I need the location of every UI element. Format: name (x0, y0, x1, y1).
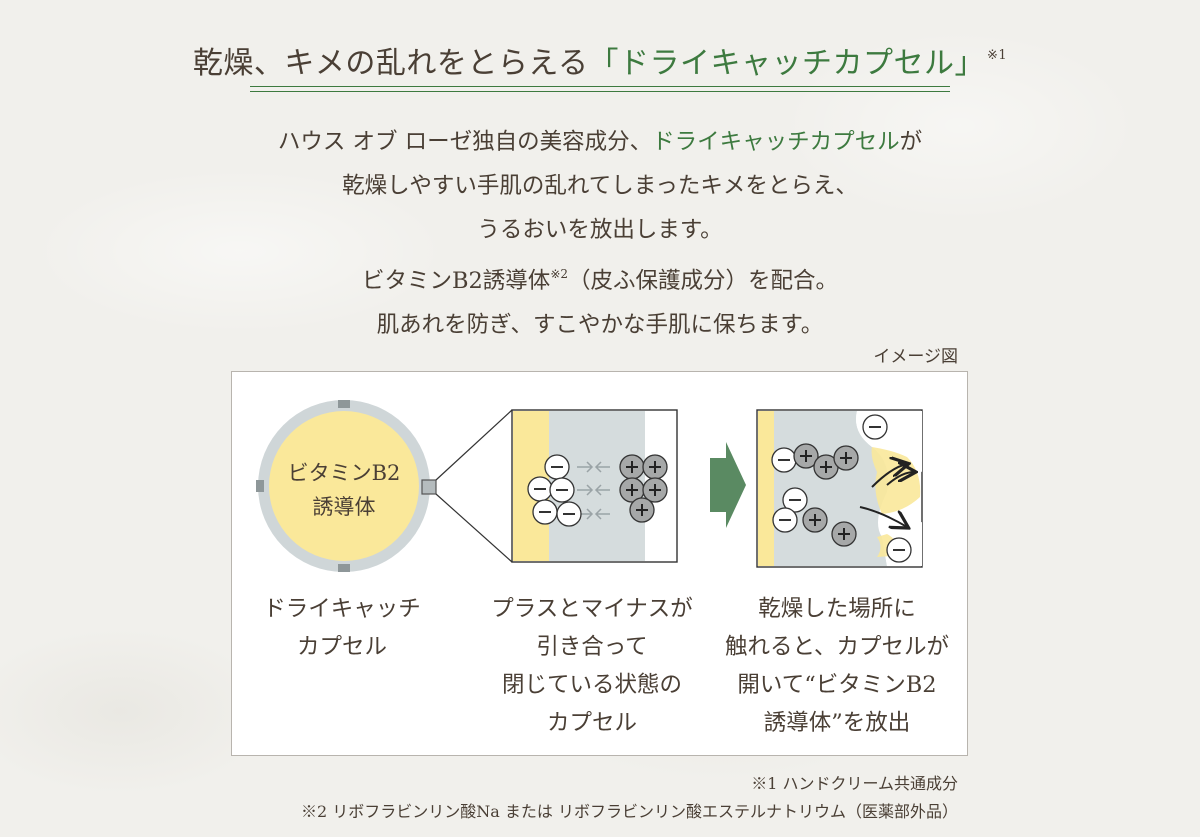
intro-line-1: ハウス オブ ローゼ独自の美容成分、ドライキャッチカプセルが (0, 120, 1200, 164)
section-heading: 乾燥、キメの乱れをとらえる「ドライキャッチカプセル」※1 (0, 38, 1200, 82)
footnote-2: ※2 リボフラビンリン酸Na または リボフラビンリン酸エステルナトリウム（医薬… (301, 802, 958, 821)
opened-capsule-detail (756, 409, 923, 568)
intro-line-1-suffix: が (899, 129, 923, 155)
plus-signs (626, 461, 661, 516)
caption-2-line-4: カプセル (546, 710, 637, 736)
attraction-arrows (577, 461, 610, 520)
intro-line-3: うるおいを放出します。 (477, 217, 723, 243)
heading-double-rule (250, 86, 950, 92)
caption-1-line-2: カプセル (296, 634, 387, 660)
capsule-label-line-1: ビタミンB2 (287, 461, 401, 485)
capsule-label: ビタミンB2 誘導体 (264, 456, 424, 524)
caption-stage-2: プラスとマイナスが 引き合って 閉じている状態の カプセル (472, 590, 712, 742)
closed-capsule-detail (511, 409, 678, 563)
plus-signs-open (800, 450, 852, 540)
caption-stage-3: 乾燥した場所に 触れると、カプセルが 開いて“ビタミンB2 誘導体”を放出 (712, 590, 962, 742)
footnote-1: ※1 ハンドクリーム共通成分 (751, 774, 958, 793)
capsule-label-line-2: 誘導体 (312, 495, 376, 519)
caption-3-line-2: 触れると、カプセルが (724, 634, 950, 660)
capsule-circle (256, 400, 437, 572)
intro-line-4-note: ※2 (550, 267, 569, 281)
intro-line-1-prefix: ハウス オブ ローゼ独自の美容成分、 (277, 129, 653, 155)
intro-line-2: 乾燥しやすい手肌の乱れてしまったキメをとらえ、 (342, 173, 858, 199)
caption-2-line-1: プラスとマイナスが (491, 596, 693, 622)
caption-3-line-3: 開いて“ビタミンB2 (737, 672, 937, 698)
minus-signs-open (778, 426, 905, 551)
intro-text: ハウス オブ ローゼ独自の美容成分、ドライキャッチカプセルが 乾燥しやすい手肌の… (0, 120, 1200, 347)
heading-accent: 「ドライキャッチカプセル」 (588, 46, 985, 81)
minus-signs (534, 466, 575, 515)
caption-2-line-2: 引き合って (536, 634, 648, 660)
caption-3-line-1: 乾燥した場所に (758, 596, 916, 622)
footnotes: ※1 ハンドクリーム共通成分 ※2 リボフラビンリン酸Na または リボフラビン… (301, 770, 958, 826)
caption-3-line-4: 誘導体”を放出 (763, 710, 911, 736)
heading-note-mark: ※1 (986, 48, 1008, 63)
intro-line-4-prefix: ビタミンB2誘導体 (361, 268, 551, 294)
intro-line-5: 肌あれを防ぎ、すこやかな手肌に保ちます。 (376, 312, 824, 338)
diagram-panel: ビタミンB2 誘導体 ドライキャッチ カプセル プラスとマイナスが 引き合って … (231, 371, 968, 756)
intro-line-4: ビタミンB2誘導体※2（皮ふ保護成分）を配合。 (0, 252, 1200, 303)
zoom-lines (435, 409, 513, 563)
caption-2-line-3: 閉じている状態の (501, 672, 682, 698)
caption-1-line-1: ドライキャッチ (263, 596, 421, 622)
capsule-diagram (256, 400, 923, 572)
released-arrows (859, 464, 914, 527)
intro-line-4-suffix: （皮ふ保護成分）を配合。 (568, 268, 839, 294)
caption-stage-1: ドライキャッチ カプセル (242, 590, 442, 666)
heading-prefix: 乾燥、キメの乱れをとらえる (192, 46, 589, 81)
transition-arrow (710, 442, 746, 528)
image-caption: イメージ図 (873, 347, 958, 367)
intro-line-1-accent: ドライキャッチカプセル (652, 129, 900, 155)
